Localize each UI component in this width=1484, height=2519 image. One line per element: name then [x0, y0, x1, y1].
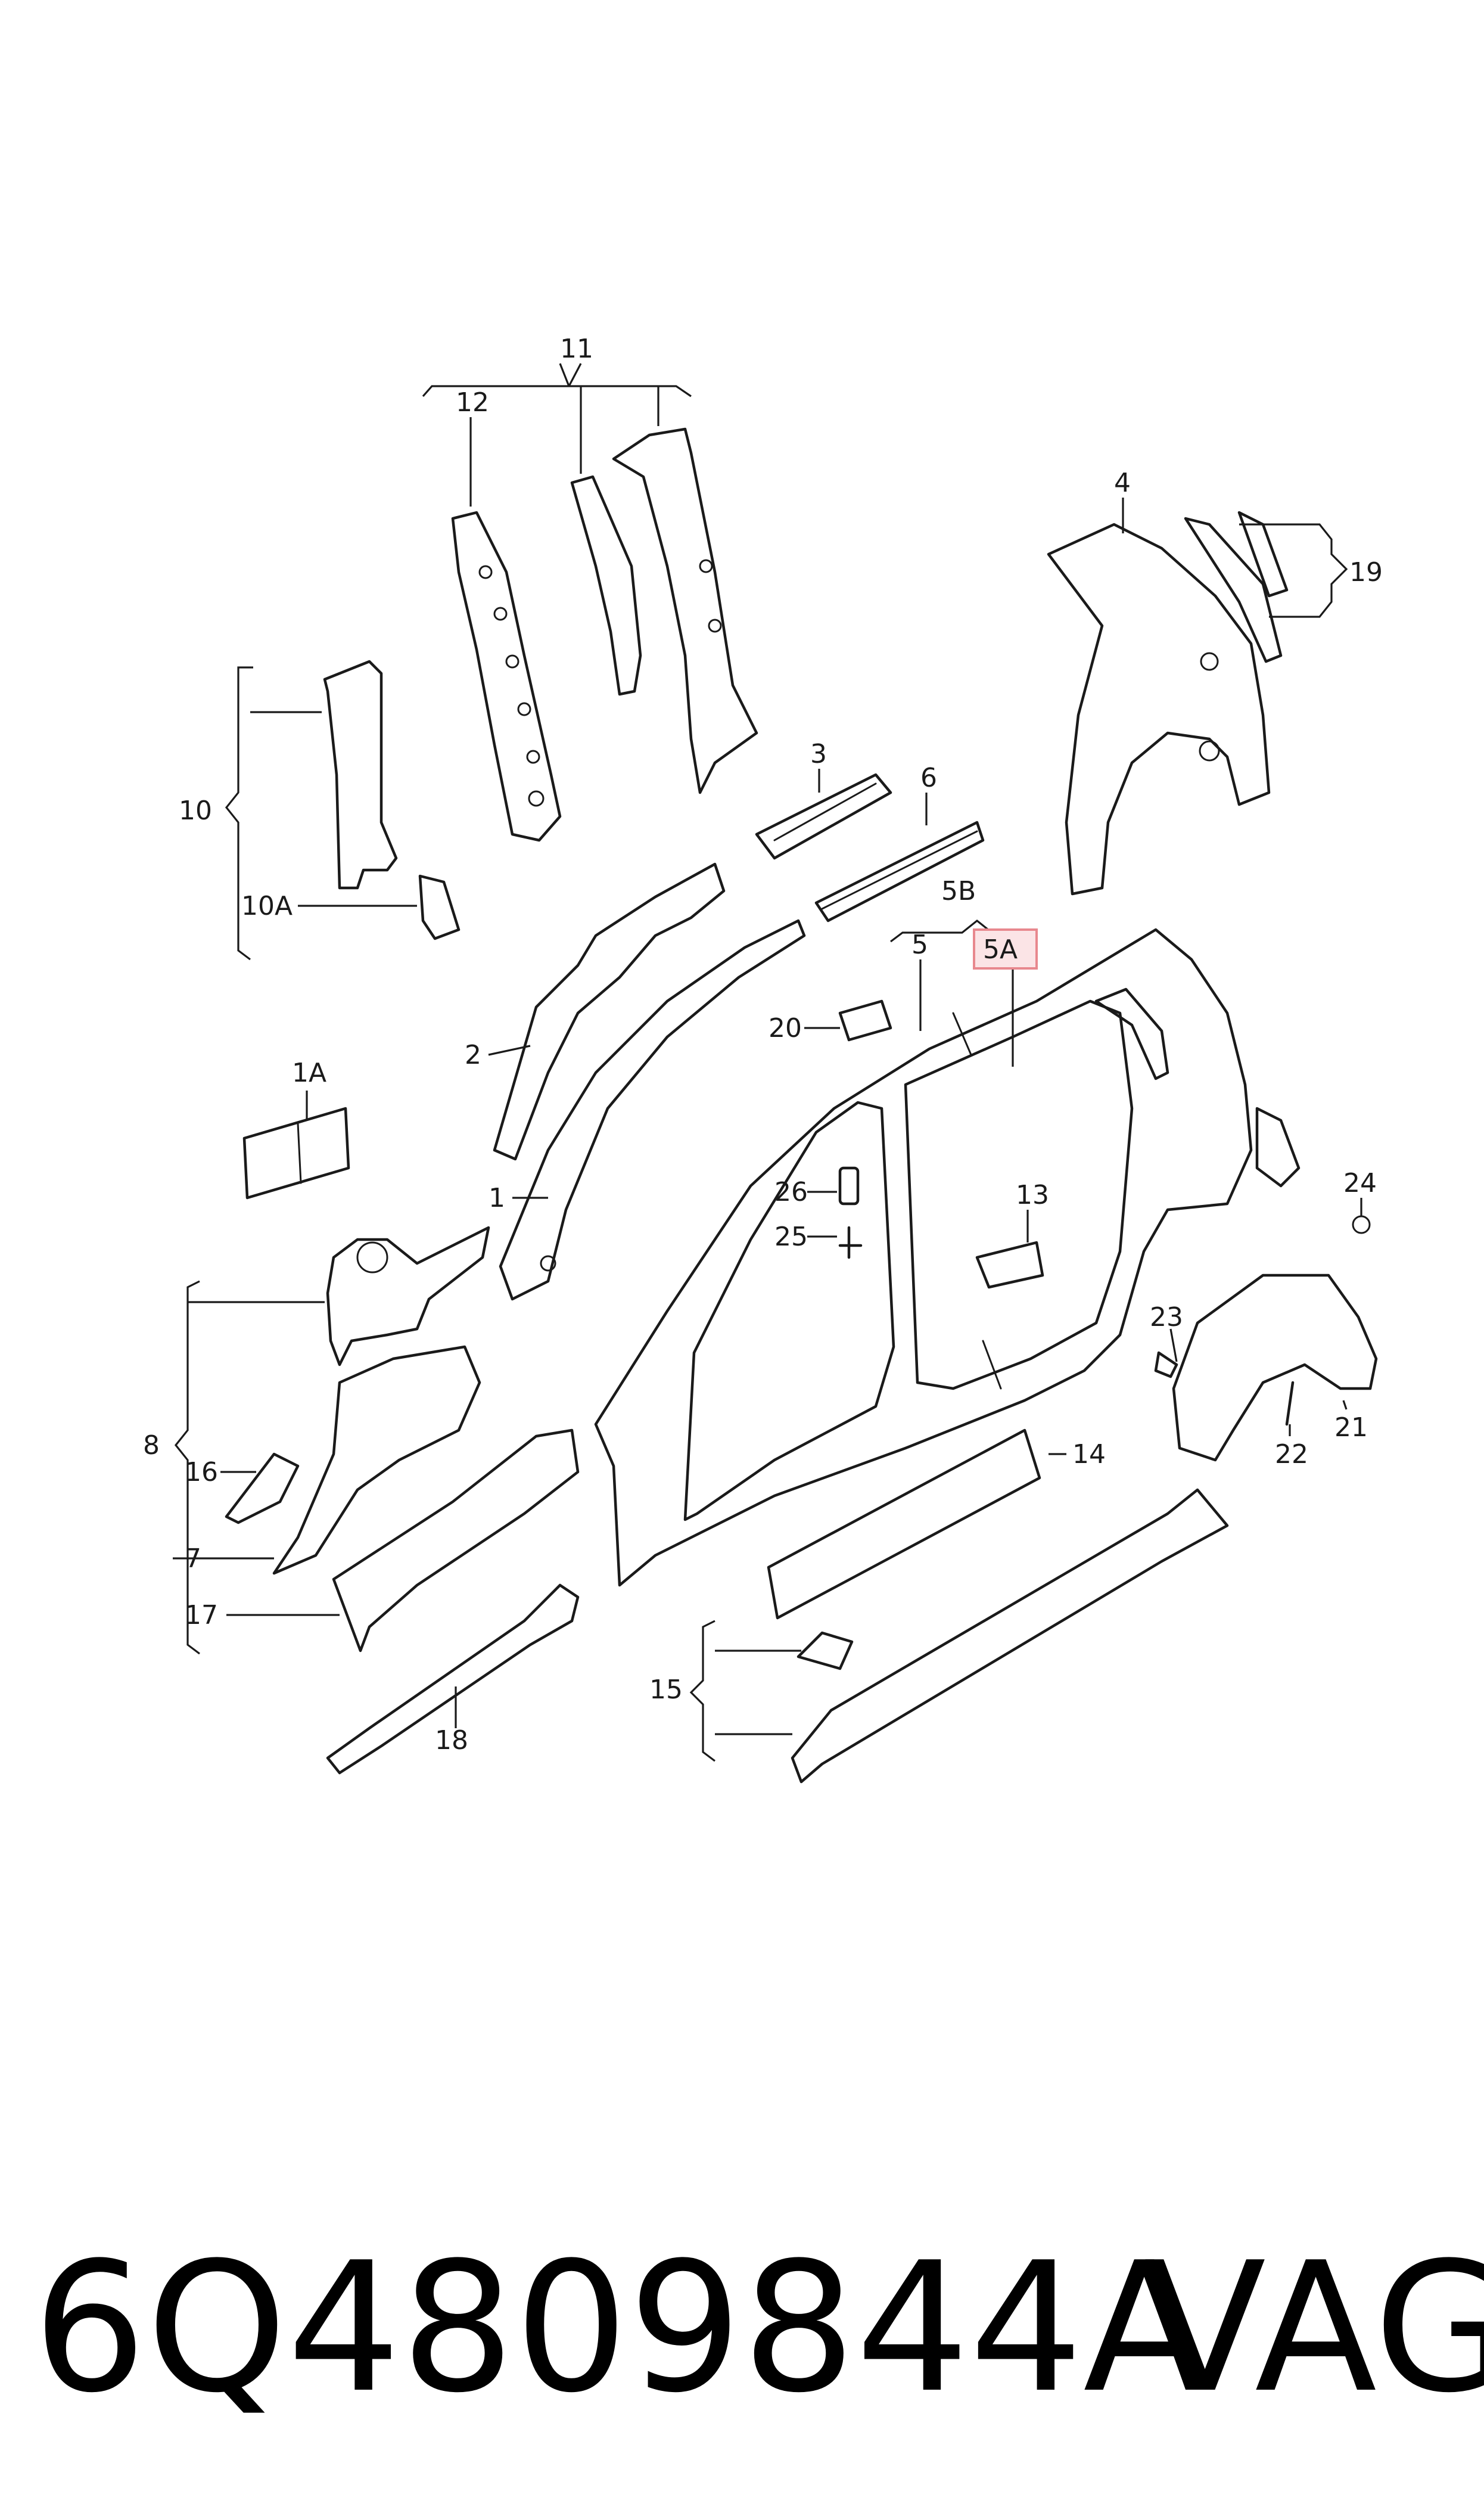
callout-labels: 11 12 4 19 3 6 10 10A 5B 5 5A 20 2 1A 1 …: [143, 334, 1383, 1756]
part-3-6-strips: [755, 769, 985, 923]
label-22: 22: [1275, 1439, 1308, 1470]
part-14-sill: [767, 1428, 1066, 1620]
label-10a: 10A: [241, 891, 293, 921]
part-13-bracket: [975, 1210, 1044, 1289]
part-8-front-structure: [173, 1226, 580, 1775]
label-6: 6: [920, 763, 937, 793]
part-number: 6Q4809844A: [33, 2224, 1206, 2432]
label-26: 26: [774, 1177, 808, 1207]
label-14: 14: [1072, 1439, 1106, 1470]
bracket-11: [422, 363, 692, 474]
label-1a: 1A: [292, 1058, 326, 1088]
label-24: 24: [1343, 1168, 1377, 1198]
label-7: 7: [185, 1543, 201, 1574]
label-16: 16: [185, 1457, 218, 1487]
part-12-pillar: [451, 417, 562, 842]
part-4-19-rear: [1047, 498, 1348, 896]
label-8: 8: [143, 1430, 160, 1461]
label-23: 23: [1150, 1302, 1183, 1333]
label-17: 17: [185, 1600, 218, 1630]
label-18: 18: [435, 1725, 468, 1756]
brand-name: VAG: [1144, 2224, 1484, 2432]
label-11: 11: [560, 334, 593, 364]
label-13: 13: [1016, 1180, 1049, 1210]
label-5b: 5B: [941, 876, 976, 906]
part-25-26-fasteners: [807, 1166, 863, 1259]
label-1: 1: [489, 1183, 505, 1213]
part-20-clip: [804, 999, 892, 1042]
label-2: 2: [465, 1040, 481, 1070]
label-3: 3: [810, 739, 827, 769]
label-10: 10: [179, 796, 212, 826]
label-15: 15: [649, 1675, 683, 1705]
part-21-24-liner: [1154, 1198, 1378, 1462]
label-5a: 5A: [983, 934, 1018, 965]
part-15-rocker: [689, 1488, 1229, 1784]
part-1-2-arches: [488, 862, 806, 1301]
label-25: 25: [774, 1222, 808, 1252]
part-1a-patch: [242, 1091, 350, 1200]
label-19: 19: [1349, 557, 1383, 588]
part-5-side-frame: [594, 919, 1301, 1587]
part-10-pillar: [225, 660, 461, 961]
part-11-pillars: [570, 427, 758, 794]
label-4: 4: [1114, 468, 1131, 498]
label-12: 12: [456, 387, 489, 418]
label-21: 21: [1334, 1412, 1368, 1443]
label-20: 20: [769, 1013, 802, 1043]
label-5: 5: [911, 930, 928, 960]
